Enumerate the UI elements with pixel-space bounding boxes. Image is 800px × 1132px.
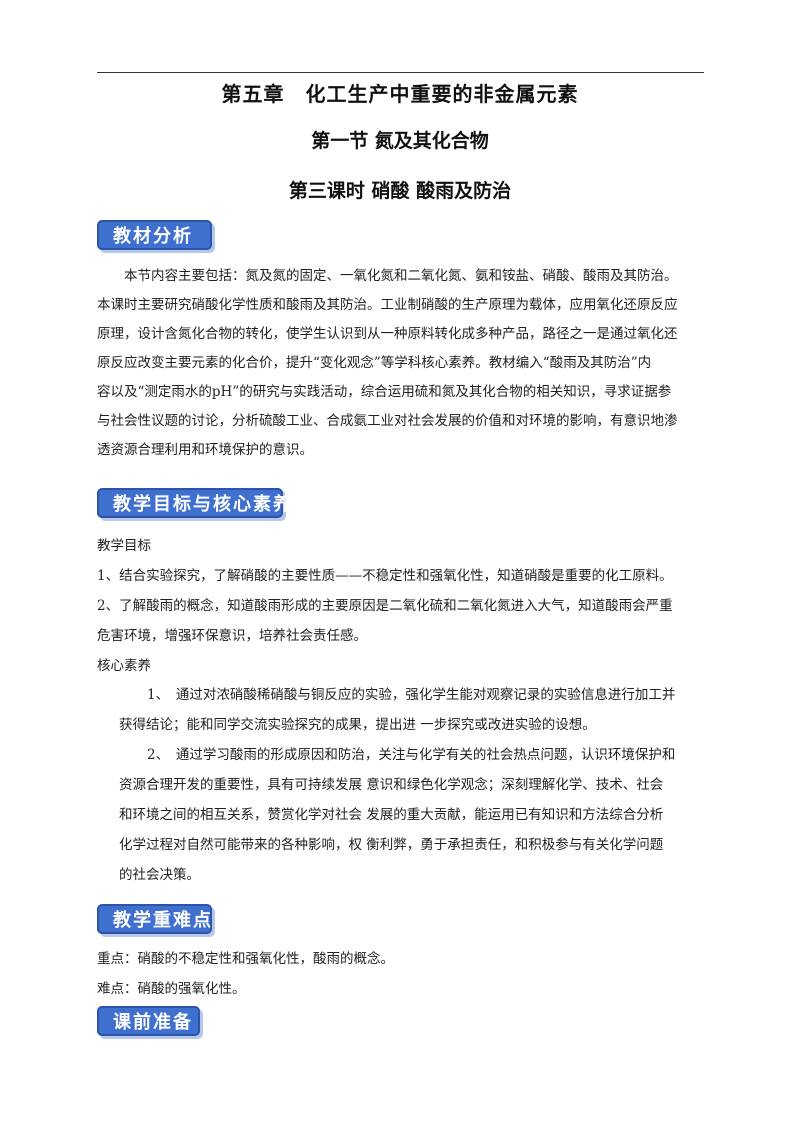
keypoints-badge: 教学重难点 xyxy=(97,904,212,934)
analysis-line: 容以及“测定雨水的pH”的研究与实践活动，综合运用硫和氮及其化合物的相关知识，寻… xyxy=(97,384,672,400)
goal-item: 2、了解酸雨的概念，知道酸雨形成的主要原因是二氧化硫和二氧化氮进入大气，知道酸雨… xyxy=(97,598,673,614)
literacy-item-1-line: 获得结论；能和同学交流实验探究的成果，提出进 一步探究或改进实验的设想。 xyxy=(119,717,596,733)
goal-item: 危害环境，增强环保意识，培养社会责任感。 xyxy=(97,628,367,644)
analysis-line: 与社会性议题的讨论，分析硫酸工业、合成氨工业对社会发展的价值和对环境的影响，有意… xyxy=(97,413,678,429)
goals-section: 教学目标 1、结合实验探究，了解硝酸的主要性质——不稳定性和强氧化性，知道硝酸是… xyxy=(97,531,704,681)
key-point: 重点：硝酸的不稳定性和强氧化性，酸雨的概念。 xyxy=(97,951,394,967)
section-title: 第一节 氮及其化合物 xyxy=(311,130,489,152)
lesson-title: 第三课时 硝酸 酸雨及防治 xyxy=(288,180,512,202)
keypoints-section: 重点：硝酸的不稳定性和强氧化性，酸雨的概念。 难点：硝酸的强氧化性。 xyxy=(97,944,704,1004)
analysis-line: 本课时主要研究硝酸化学性质和酸雨及其防治。工业制硝酸的生产原理为载体，应用氧化还… xyxy=(97,297,678,313)
goals-label: 教学目标 xyxy=(97,538,151,554)
difficult-point: 难点：硝酸的强氧化性。 xyxy=(97,981,246,997)
goals-badge: 教学目标与核心素养 xyxy=(97,488,291,518)
header-rule xyxy=(97,72,704,73)
analysis-line: 本节内容主要包括：氮及氮的固定、一氧化氮和二氧化氮、氨和铵盐、硝酸、酸雨及其防治… xyxy=(124,268,678,284)
analysis-line: 原反应改变主要元素的化合价，提升“变化观念”等学科核心素养。教材编入“酸雨及其防… xyxy=(97,355,652,371)
literacy-item-2-line: 2、 通过学习酸雨的形成原因和防治，关注与化学有关的社会热点问题，认识环境保护和 xyxy=(147,747,676,763)
literacy-item-2-line: 的社会决策。 xyxy=(119,867,200,883)
analysis-badge: 教材分析 xyxy=(97,220,212,250)
literacy-item-2-line: 和环境之间的相互关系，赞赏化学对社会 发展的重大贡献，能运用已有知识和方法综合分… xyxy=(119,807,664,823)
literacy-section: 1、 通过对浓硝酸稀硝酸与铜反应的实验，强化学生能对观察记录的实验信息进行加工并… xyxy=(97,680,704,890)
literacy-item-2-line: 资源合理开发的重要性，具有可持续发展 意识和绿色化学观念；深刻理解化学、技术、社… xyxy=(119,777,664,793)
analysis-paragraph: 本节内容主要包括：氮及氮的固定、一氧化氮和二氧化氮、氨和铵盐、硝酸、酸雨及其防治… xyxy=(97,262,704,465)
analysis-line: 透资源合理利用和环境保护的意识。 xyxy=(97,442,313,458)
goal-item: 1、结合实验探究，了解硝酸的主要性质——不稳定性和强氧化性，知道硝酸是重要的化工… xyxy=(97,568,673,584)
literacy-item-1-line: 1、 通过对浓硝酸稀硝酸与铜反应的实验，强化学生能对观察记录的实验信息进行加工并 xyxy=(147,687,676,703)
analysis-line: 原理，设计含氮化合物的转化，使学生认识到从一种原料转化成多种产品，路径之一是通过… xyxy=(97,326,678,342)
prep-badge: 课前准备 xyxy=(97,1006,200,1036)
literacy-item-2-line: 化学过程对自然可能带来的各种影响，权 衡利弊，勇于承担责任，和积极参与有关化学问… xyxy=(119,837,664,853)
chapter-title: 第五章 化工生产中重要的非金属元素 xyxy=(221,82,579,106)
literacy-label: 核心素养 xyxy=(97,658,151,674)
